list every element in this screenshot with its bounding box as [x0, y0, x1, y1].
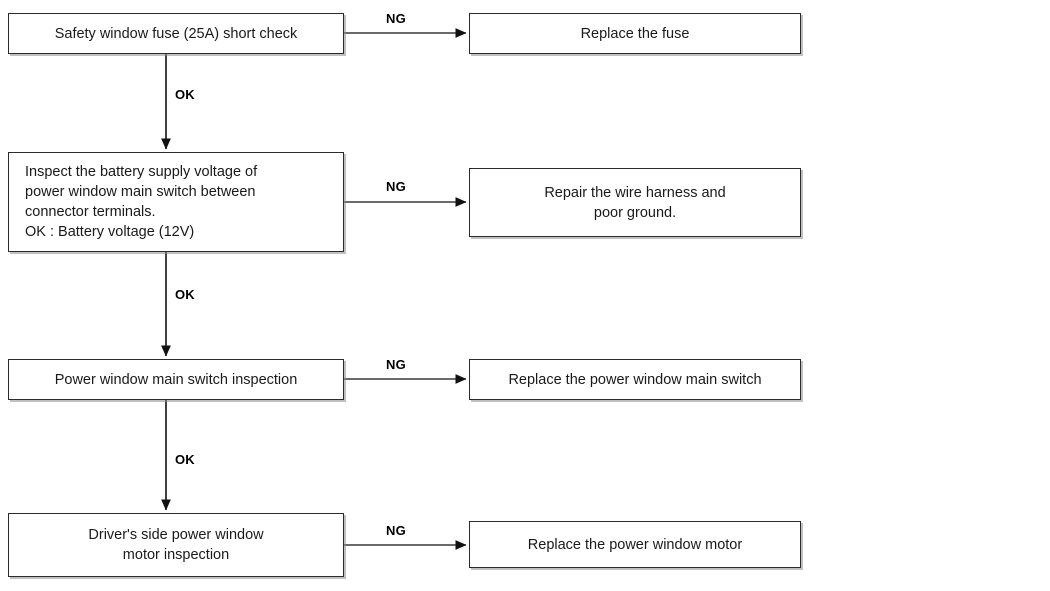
step-3-ng-label: NG	[386, 357, 406, 372]
step-4-check-text: Driver's side power window motor inspect…	[88, 527, 264, 563]
step-2-ng-result-box[interactable]: Repair the wire harness and poor ground.	[469, 168, 801, 237]
step-1-ok-label: OK	[175, 87, 195, 102]
step-2-ok-label: OK	[175, 287, 195, 302]
step-3-ng-result-box[interactable]: Replace the power window main switch	[469, 359, 801, 400]
step-1-check-box[interactable]: Safety window fuse (25A) short check	[8, 13, 344, 54]
step-3-ng-result-text: Replace the power window main switch	[508, 371, 762, 388]
step-1-ng-result-box[interactable]: Replace the fuse	[469, 13, 801, 54]
step-2-check-box[interactable]: Inspect the battery supply voltage of po…	[8, 152, 344, 252]
step-4-check-box[interactable]: Driver's side power window motor inspect…	[8, 513, 344, 577]
step-3-check-text: Power window main switch inspection	[54, 371, 298, 388]
step-2-check-text: Inspect the battery supply voltage of po…	[25, 164, 258, 240]
step-4-ng-result-box[interactable]: Replace the power window motor	[469, 521, 801, 568]
step-4-ng-result-text: Replace the power window motor	[527, 536, 743, 553]
step-1-ng-result-text: Replace the fuse	[580, 25, 690, 42]
step-3-check-box[interactable]: Power window main switch inspection	[8, 359, 344, 400]
step-3-ok-label: OK	[175, 452, 195, 467]
step-2-ng-result-text: Repair the wire harness and poor ground.	[544, 184, 726, 221]
step-1-check-text: Safety window fuse (25A) short check	[54, 25, 298, 42]
step-4-ng-label: NG	[386, 523, 406, 538]
step-1-ng-label: NG	[386, 11, 406, 26]
step-2-ng-label: NG	[386, 179, 406, 194]
